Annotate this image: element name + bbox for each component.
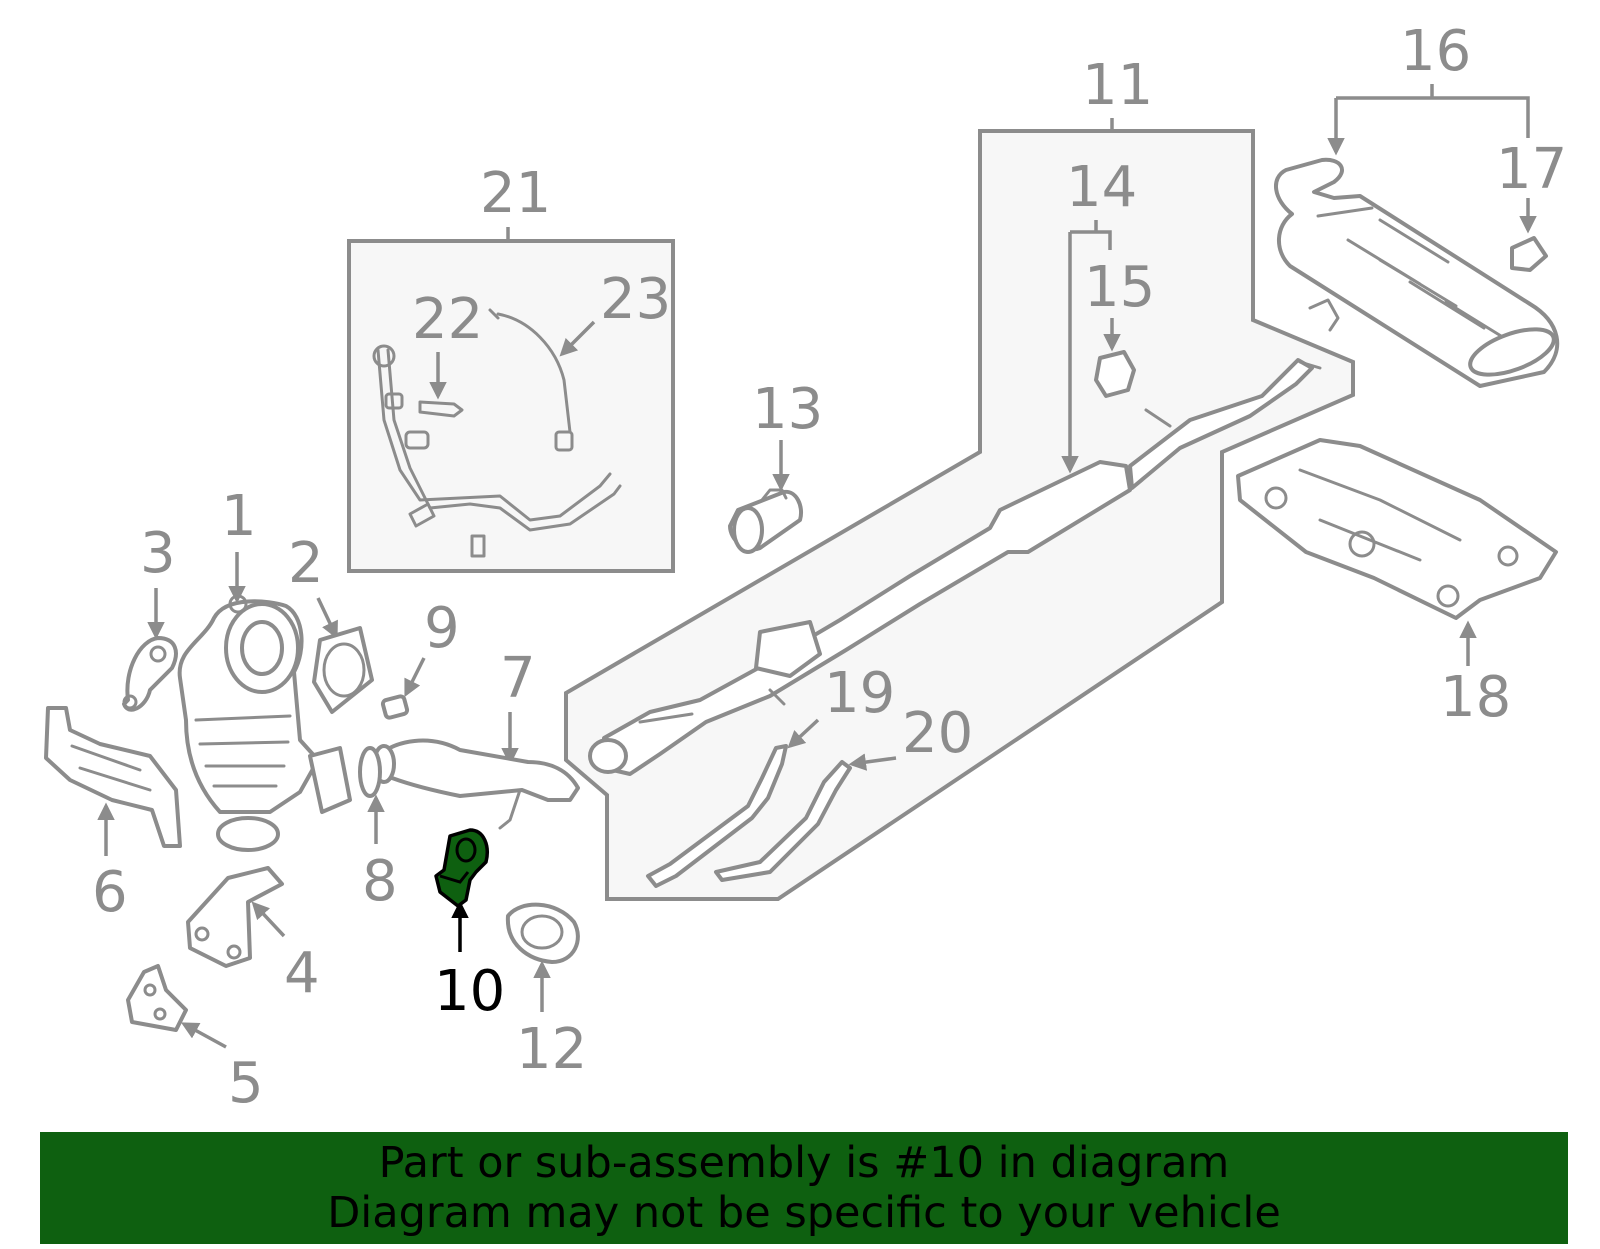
banner-line-disclaimer: Diagram may not be specific to your vehi… [327, 1188, 1281, 1238]
part-21-tube-assembly [372, 344, 622, 558]
callout-15: 15 [1084, 255, 1155, 320]
group-box-11 [564, 129, 1355, 901]
callout-7: 7 [500, 646, 536, 711]
leader-19 [787, 718, 820, 749]
part-22-sensor [384, 392, 464, 418]
callout-4: 4 [284, 941, 320, 1006]
part-4-bracket [186, 866, 284, 968]
leader-9 [404, 657, 426, 698]
part-19-hose [646, 744, 788, 888]
leader-14 [1070, 220, 1112, 470]
callout-20: 20 [902, 701, 973, 766]
part-7-front-pipe [372, 738, 580, 830]
leader-4 [251, 901, 286, 938]
callout-19: 19 [824, 661, 895, 726]
leader-23 [559, 320, 596, 357]
info-banner: Part or sub-assembly is #10 in diagram D… [40, 1132, 1568, 1244]
callout-6: 6 [92, 860, 128, 925]
part-1-catalytic-converter [177, 594, 352, 852]
callout-2: 2 [288, 531, 324, 596]
callout-9: 9 [424, 596, 460, 661]
part-23-oxygen-sensor [488, 308, 574, 452]
callout-17: 17 [1496, 137, 1567, 202]
callout-11: 11 [1082, 53, 1153, 118]
callout-23: 23 [600, 267, 671, 332]
part-13-clamp [728, 488, 803, 554]
part-8-gasket-ring [358, 746, 382, 798]
part-20-hose [714, 760, 852, 882]
part-18-heat-shield [1236, 438, 1558, 620]
callout-16: 16 [1400, 19, 1471, 84]
part-17-hanger [1510, 236, 1548, 272]
callout-12: 12 [516, 1017, 587, 1082]
callout-1: 1 [221, 484, 257, 549]
callout-5: 5 [228, 1051, 264, 1116]
part-12-gasket [505, 902, 580, 964]
part-11-center-pipe [588, 358, 1322, 776]
part-3-bracket [122, 636, 178, 712]
callout-3: 3 [140, 521, 176, 586]
callout-13: 13 [752, 377, 823, 442]
leader-16 [1336, 84, 1530, 152]
callout-10: 10 [434, 959, 505, 1024]
leader-2 [316, 597, 338, 640]
callout-8: 8 [362, 849, 398, 914]
leader-20 [848, 753, 897, 771]
part-6-heat-shield [44, 706, 182, 848]
part-9-nut [380, 694, 410, 720]
callout-18: 18 [1440, 665, 1511, 730]
banner-line-part-number: Part or sub-assembly is #10 in diagram [378, 1138, 1230, 1188]
part-5-bracket [126, 964, 188, 1032]
part-2-gasket [312, 626, 374, 714]
callout-22: 22 [412, 287, 483, 352]
callout-14: 14 [1066, 155, 1137, 220]
part-10-hanger-bracket [434, 828, 489, 908]
callout-21: 21 [480, 161, 551, 226]
part-15-nut [1094, 350, 1136, 398]
leader-5 [180, 1022, 227, 1049]
part-16-muffler [1274, 157, 1560, 388]
